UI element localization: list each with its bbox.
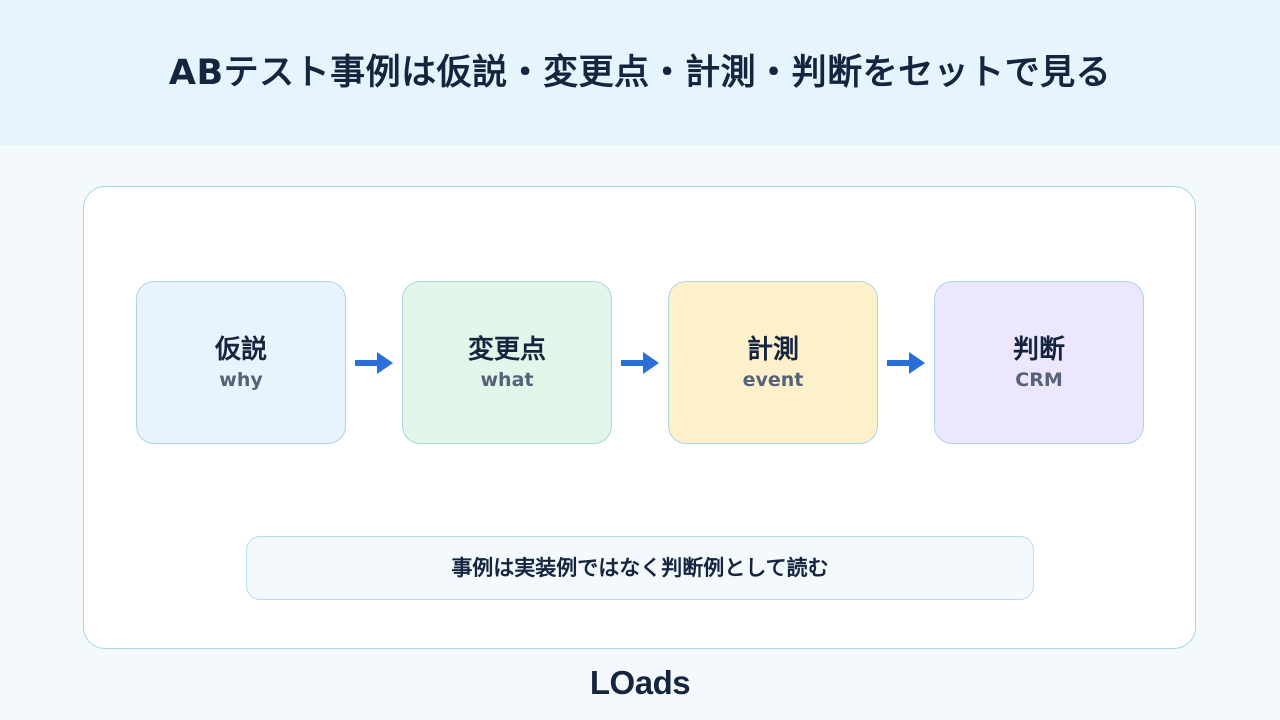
header-band	[0, 0, 1280, 145]
step-title: 判断	[1012, 335, 1065, 365]
step-subtitle: CRM	[1015, 369, 1063, 391]
step-subtitle: event	[742, 369, 804, 391]
step-title: 仮説	[214, 335, 267, 365]
page-title: ABテスト事例は仮説・変更点・計測・判断をセットで見る	[168, 53, 1112, 93]
note-box: 事例は実装例ではなく判断例として読む	[246, 536, 1034, 600]
step-title: 計測	[746, 335, 799, 365]
step-subtitle: why	[219, 369, 263, 391]
brand-logo: LOads	[589, 664, 691, 701]
step-subtitle: what	[480, 369, 534, 391]
note-text: 事例は実装例ではなく判断例として読む	[451, 556, 829, 580]
step-change: 変更点 what	[402, 281, 612, 444]
step-title: 変更点	[467, 335, 546, 365]
arrow-right-icon	[887, 352, 925, 374]
arrow-right-icon	[355, 352, 393, 374]
step-measurement: 計測 event	[668, 281, 878, 444]
step-decision: 判断 CRM	[934, 281, 1144, 444]
step-hypothesis: 仮説 why	[136, 281, 346, 444]
arrow-right-icon	[621, 352, 659, 374]
